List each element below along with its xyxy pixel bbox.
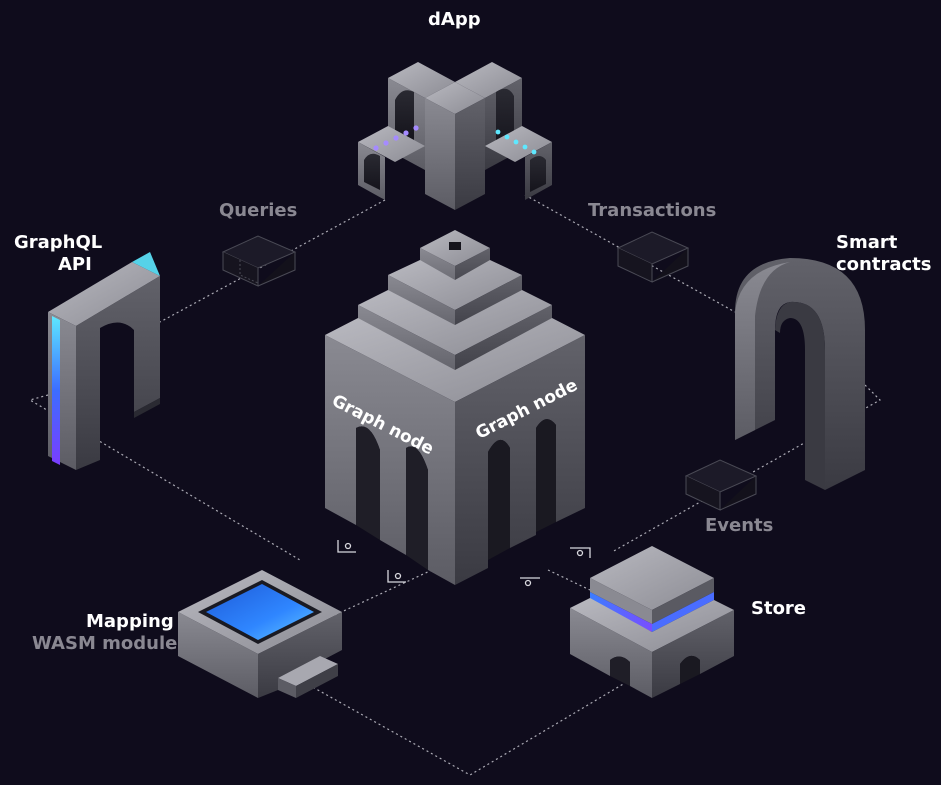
- line-graph-store: [547, 569, 591, 591]
- dapp-lights-right: [495, 129, 537, 155]
- smart-contracts-label-line2: contracts: [836, 254, 932, 275]
- graphql-api-label-line1: GraphQL: [14, 232, 103, 253]
- dapp-label: dApp: [428, 9, 481, 30]
- mapping-label: Mapping: [86, 611, 174, 632]
- store-label: Store: [751, 598, 807, 619]
- queries-cube-icon: [221, 235, 297, 287]
- glyph-left-b: [387, 570, 406, 583]
- events-label: Events: [705, 515, 774, 536]
- queries-label: Queries: [219, 200, 298, 221]
- events-cube-icon: [684, 459, 758, 511]
- dapp-block: [358, 62, 552, 210]
- wasm-module-label: WASM module: [32, 633, 178, 654]
- glyph-left-a: [337, 540, 356, 553]
- glyph-right-a: [570, 547, 591, 558]
- line-graphql-left: [28, 394, 301, 561]
- graphql-api-label-line2: API: [58, 254, 92, 275]
- transactions-label: Transactions: [588, 200, 717, 221]
- mapping-wasm-block: [178, 570, 342, 698]
- connector-glyphs: [337, 540, 591, 587]
- store-block: [570, 546, 734, 698]
- line-mapping-bottom: [299, 679, 631, 776]
- dapp-lights-left: [373, 125, 419, 151]
- graph-node-block: [325, 230, 585, 585]
- smart-contracts-block: [735, 258, 865, 490]
- smart-contracts-label-line1: Smart: [836, 232, 898, 253]
- line-graph-mapping: [334, 569, 433, 616]
- graphql-api-block: [48, 252, 160, 470]
- transactions-cube-icon: [616, 231, 690, 283]
